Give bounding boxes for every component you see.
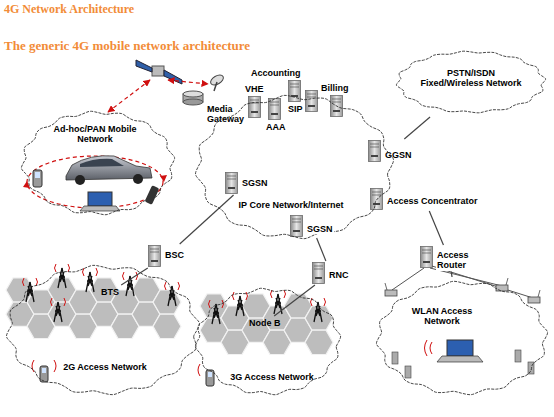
network-link [180, 195, 234, 244]
node-label: SGSN [241, 178, 269, 188]
network-cloud: Node B 3G Access Network [192, 285, 344, 398]
node-label: 2G Access Network [63, 362, 147, 372]
base-station-towers [23, 264, 326, 324]
node-label: RNC [328, 270, 350, 280]
cloud-outline [3, 262, 203, 398]
tower [209, 300, 224, 324]
network-element: SGSN [225, 172, 269, 194]
node-label: WLAN Access Network [400, 306, 484, 327]
node-label: VHE [244, 84, 265, 94]
phone [145, 185, 160, 205]
node-label: SGSN [306, 224, 334, 234]
node-label: Media Gateway [206, 104, 248, 125]
network-link [429, 211, 443, 245]
tower [165, 282, 180, 306]
tower [233, 292, 248, 316]
network-element: GGSN [368, 140, 413, 162]
network-element: SGSN [290, 215, 334, 237]
tower [23, 278, 38, 302]
network-link [451, 272, 453, 277]
tower [51, 298, 66, 322]
node-label: Billing [320, 83, 350, 93]
dish-antenna [209, 73, 225, 91]
handsets [32, 360, 214, 386]
cell-hexagon [153, 290, 181, 314]
network-cloud: Ad-hoc/PAN Mobile Network [18, 108, 178, 218]
network-element: AAA [265, 98, 287, 132]
network-element: Access Concentrator [370, 188, 479, 210]
tower [311, 298, 326, 322]
network-link [317, 238, 326, 261]
cloud-outline [192, 92, 397, 242]
network-element: RNC [312, 262, 350, 284]
wlan-terminals [392, 350, 534, 378]
node-label: AAA [265, 122, 287, 132]
node-label: PSTN/ISDN Fixed/Wireless Network [416, 68, 526, 89]
diagram-title: 4G Network Architecture [4, 2, 134, 17]
wlan-laptop [425, 340, 484, 362]
media-gateway-router [183, 91, 203, 105]
network-element: Access Router [420, 246, 478, 271]
cell-grid [200, 294, 333, 355]
network-cloud: BTS 2G Access Network [3, 262, 203, 398]
cell-hexagon [153, 314, 181, 338]
mobile-phone [33, 170, 42, 187]
node-label: GGSN [384, 150, 413, 160]
node-label: SIP [287, 104, 304, 114]
node-label: 3G Access Network [230, 372, 314, 382]
network-cloud: WLAN Access Network [373, 278, 551, 398]
network-element: Media Gateway [183, 90, 248, 125]
ad-hoc-links [27, 156, 163, 208]
radio-link [168, 80, 208, 84]
access-points [385, 278, 540, 303]
network-link [274, 285, 315, 316]
laptop [80, 192, 120, 211]
node-label: Node B [249, 318, 281, 328]
subtitle: The generic 4G mobile network architectu… [4, 38, 250, 54]
network-cloud: IP Core Network/Internet [192, 92, 397, 242]
node-label: Ad-hoc/PAN Mobile Network [45, 124, 145, 145]
radio-link [108, 80, 150, 112]
cell-hexagon [305, 330, 333, 354]
cell-label: Node B [247, 317, 283, 329]
node-label: BTS [101, 287, 119, 297]
network-element: SIP [287, 90, 318, 114]
network-link [404, 117, 430, 139]
network-element: BSC [148, 245, 185, 267]
tower [55, 264, 70, 288]
cloud-outline [373, 278, 551, 398]
node-label: BSC [164, 250, 185, 260]
node-label: Access Concentrator [386, 196, 479, 206]
node-label: Access Router [436, 250, 478, 271]
tower [83, 268, 98, 292]
wlan-wiring [392, 266, 533, 298]
cell-label: BTS [99, 286, 121, 298]
tower [271, 290, 286, 314]
network-cloud: PSTN/ISDN Fixed/Wireless Network [393, 48, 549, 116]
node-label: IP Core Network/Internet [230, 200, 352, 210]
network-element: Billing [320, 83, 350, 117]
network-link [121, 268, 148, 285]
car [66, 156, 152, 185]
node-label: Accounting [250, 68, 302, 78]
